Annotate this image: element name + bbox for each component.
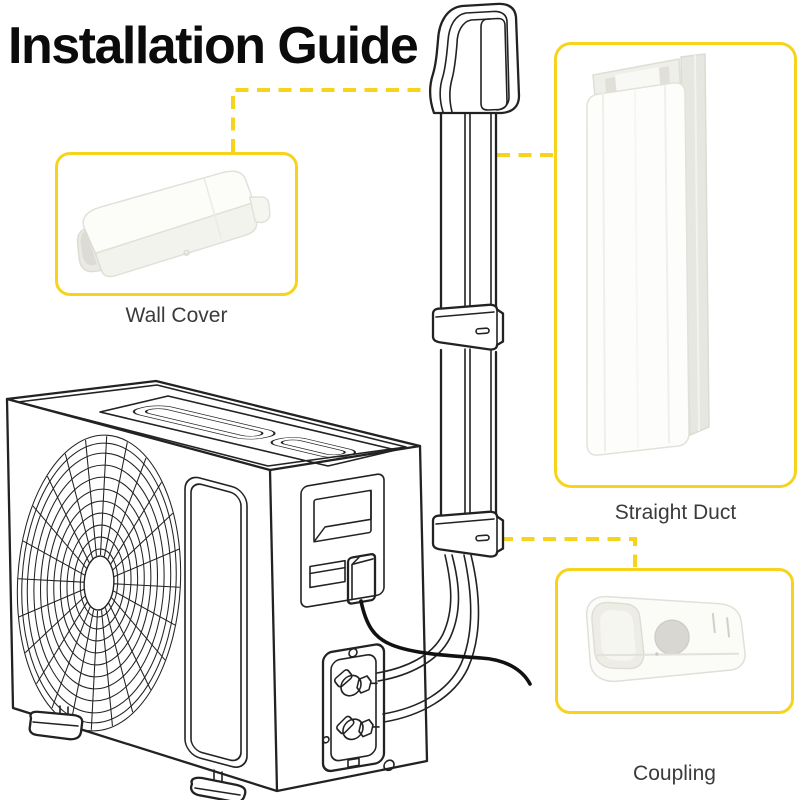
straight-duct-photo xyxy=(586,53,710,456)
service-valve-panel xyxy=(321,643,395,773)
line-set-duct xyxy=(439,111,498,519)
page-title: Installation Guide xyxy=(8,17,419,75)
top-vents xyxy=(99,395,397,467)
service-valve-high xyxy=(333,669,378,697)
connector-coupling xyxy=(500,537,637,567)
front-access-panel xyxy=(184,476,248,768)
callout-wall-cover xyxy=(55,152,298,296)
fan-grille xyxy=(10,431,188,735)
coupling-label: Coupling xyxy=(633,762,716,785)
callout-straight-duct xyxy=(554,42,797,488)
coupling-photo xyxy=(585,595,746,683)
service-valve-low xyxy=(336,715,380,741)
straight-duct-label: Straight Duct xyxy=(614,501,737,524)
callout-coupling xyxy=(555,568,794,714)
refrigerant-pipes xyxy=(376,554,480,723)
connector-wall-cover xyxy=(231,88,431,152)
duct-strap-lower xyxy=(431,510,505,558)
wall-cover-label: Wall Cover xyxy=(125,304,228,327)
unit-feet xyxy=(28,705,247,800)
duct-strap-upper xyxy=(431,303,505,351)
power-cable xyxy=(359,599,532,686)
wall-cover-photo xyxy=(76,170,271,278)
wall-cover-cap xyxy=(428,2,521,115)
